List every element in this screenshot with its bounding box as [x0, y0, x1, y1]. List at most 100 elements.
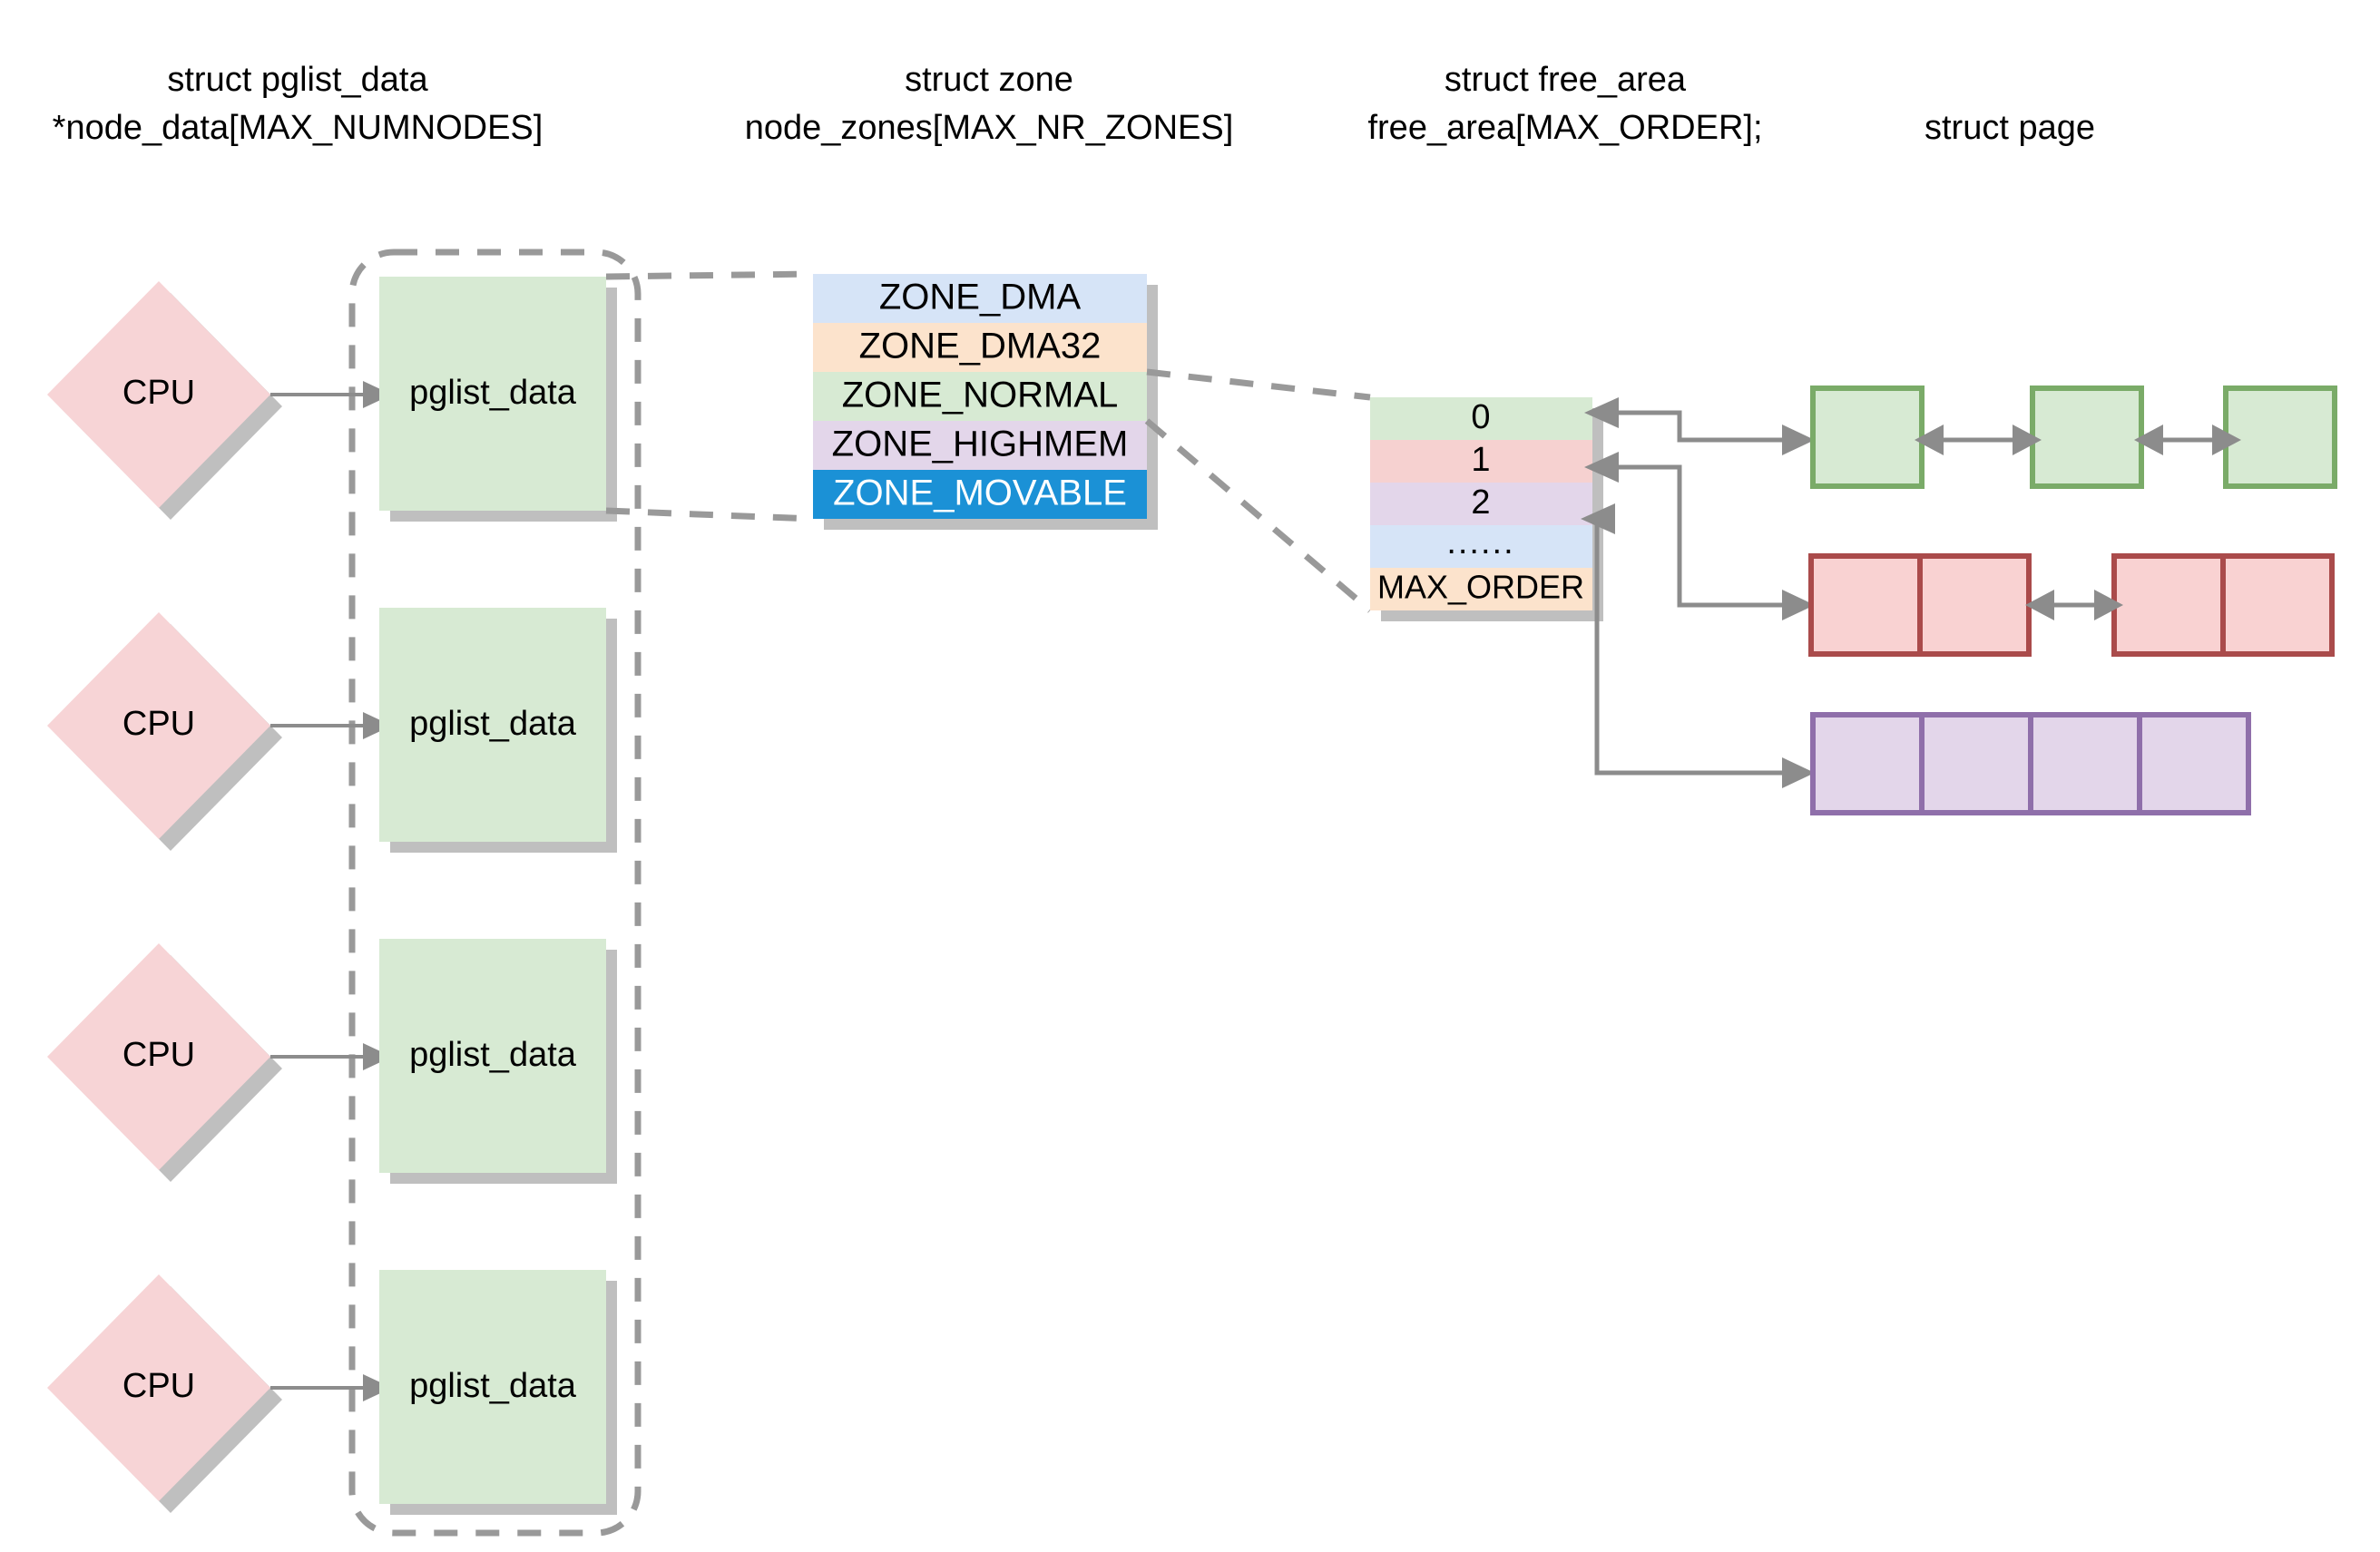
zone-row-movable-bg	[813, 470, 1147, 519]
double-arrow-icon-left-0	[1584, 397, 1619, 428]
zone-row-dma32[interactable]: ZONE_DMA32	[813, 323, 1147, 372]
zone-row-dma32-bg	[813, 323, 1147, 372]
arrow-right-icon	[363, 381, 392, 408]
free-area-row-1-bg	[1370, 440, 1592, 483]
free-area-row-2[interactable]: 2	[1370, 483, 1592, 525]
free-area-row-2-label: 2	[1471, 483, 1490, 522]
dashed-expansion-icon-top	[605, 270, 814, 280]
free-area-row-1-label: 1	[1471, 441, 1490, 479]
order-1-pages	[1808, 553, 2335, 657]
pglist-data-header: struct pglist_data *node_data[MAX_NUMNOD…	[53, 61, 544, 147]
page-header: struct page	[1925, 109, 2095, 147]
connector-order-2	[1581, 503, 1815, 788]
page-block-green-2[interactable]	[2030, 386, 2144, 489]
zone-row-highmem[interactable]: ZONE_HIGHMEM	[813, 421, 1147, 470]
free-area-header-line1: struct free_area	[1445, 61, 1687, 99]
free-area-header: struct free_area free_area[MAX_ORDER];	[1367, 61, 1762, 147]
free-area-row-ellipsis-bg	[1370, 525, 1592, 568]
double-arrow-icon-green-b	[2134, 425, 2241, 455]
free-area-row-1[interactable]: 1	[1370, 440, 1592, 483]
free-area-row-max-order[interactable]: MAX_ORDER	[1370, 568, 1592, 610]
dashed-expansion-zone-to-free-area	[1144, 368, 1373, 613]
pglist-data-header-line1: struct pglist_data	[167, 61, 428, 99]
zone-header-line1: struct zone	[905, 61, 1073, 99]
zone-row-normal-bg	[813, 372, 1147, 421]
free-area-row-ellipsis[interactable]: ......	[1370, 523, 1592, 568]
zone-row-dma-label: ZONE_DMA	[879, 278, 1082, 317]
free-area-header-line2: free_area[MAX_ORDER];	[1367, 109, 1762, 147]
cpu-label-4: CPU	[122, 1367, 195, 1405]
zone-row-dma32-label: ZONE_DMA32	[859, 327, 1102, 366]
page-block-purple-1[interactable]	[1810, 712, 2251, 815]
zone-row-movable-label: ZONE_MOVABLE	[833, 473, 1127, 513]
zone-row-highmem-bg	[813, 421, 1147, 470]
cpu-diamond-1[interactable]	[47, 281, 270, 508]
zone-header: struct zone node_zones[MAX_NR_ZONES]	[745, 61, 1234, 147]
cpu-label-2: CPU	[122, 705, 195, 743]
cpu-node-row-4: CPU pglist_data	[47, 1270, 617, 1515]
pglist-data-box-1[interactable]	[379, 277, 606, 511]
cpu-diamond-4[interactable]	[47, 1274, 270, 1501]
double-arrow-icon-right-1	[1782, 590, 1815, 620]
page-header-line1: struct page	[1925, 109, 2095, 147]
zone-header-line2: node_zones[MAX_NR_ZONES]	[745, 109, 1234, 147]
page-block-pink-2[interactable]	[2111, 553, 2335, 657]
free-area-row-2-bg	[1370, 483, 1592, 525]
pglist-data-box-2[interactable]	[379, 608, 606, 842]
zone-table: ZONE_DMA ZONE_DMA32 ZONE_NORMAL ZONE_HIG…	[813, 274, 1158, 530]
zone-row-normal-label: ZONE_NORMAL	[842, 376, 1119, 415]
free-area-row-0-bg	[1370, 397, 1592, 440]
free-area-table: 0 1 2 ...... MAX_ORDER	[1370, 397, 1603, 621]
pglist-data-label-4: pglist_data	[409, 1367, 577, 1405]
column-headers: struct pglist_data *node_data[MAX_NUMNOD…	[53, 61, 2095, 147]
cpu-label-3: CPU	[122, 1036, 195, 1074]
free-area-row-0[interactable]: 0	[1370, 397, 1592, 440]
pglist-data-box-4[interactable]	[379, 1270, 606, 1504]
double-arrow-icon-left-2	[1581, 503, 1615, 534]
cpu-label-1: CPU	[122, 374, 195, 412]
page-block-pink-1[interactable]	[1808, 553, 2032, 657]
free-area-row-ellipsis-label: ......	[1446, 523, 1514, 561]
free-area-row-max-order-label: MAX_ORDER	[1377, 569, 1584, 606]
arrow-right-icon	[363, 1374, 392, 1401]
pglist-data-label-1: pglist_data	[409, 374, 577, 412]
double-arrow-icon-pink-a	[2025, 590, 2123, 620]
pglist-data-header-line2: *node_data[MAX_NUMNODES]	[53, 109, 544, 147]
node-data-group-box	[348, 249, 642, 1537]
connector-order-0-path	[1615, 410, 1786, 443]
arrow-right-icon	[363, 712, 392, 739]
pglist-data-box-3[interactable]	[379, 939, 606, 1173]
double-arrow-icon-green-a	[1915, 425, 2042, 455]
zone-row-highmem-label: ZONE_HIGHMEM	[832, 425, 1129, 464]
zone-row-dma-bg	[813, 274, 1147, 323]
order-0-pages	[1810, 386, 2337, 489]
pglist-data-label-2: pglist_data	[409, 705, 577, 743]
cpu-node-row-3: CPU pglist_data	[47, 939, 617, 1184]
cpu-node-row-1: CPU pglist_data	[47, 277, 617, 522]
page-block-green-1[interactable]	[1810, 386, 1925, 489]
cpu-node-row-2: CPU pglist_data	[47, 608, 617, 853]
double-arrow-icon-right-0	[1782, 425, 1815, 455]
double-arrow-icon-right-2	[1782, 757, 1815, 788]
zone-row-movable[interactable]: ZONE_MOVABLE	[813, 470, 1147, 519]
zone-row-normal[interactable]: ZONE_NORMAL	[813, 372, 1147, 421]
connector-order-1	[1584, 452, 1815, 620]
free-area-row-max-order-bg	[1370, 568, 1592, 610]
dashed-expansion-icon-bottom	[605, 507, 814, 522]
connector-order-1-path	[1615, 464, 1786, 608]
page-block-green-3[interactable]	[2223, 386, 2337, 489]
cpu-diamond-2[interactable]	[47, 612, 270, 839]
double-arrow-icon-left-1	[1584, 452, 1619, 483]
free-area-row-0-label: 0	[1471, 398, 1490, 436]
zone-row-dma[interactable]: ZONE_DMA	[813, 274, 1147, 323]
dashed-expansion-icon-top-2	[1146, 368, 1371, 401]
dashed-expansion-node-to-zone	[605, 270, 814, 522]
connector-order-0	[1584, 397, 1815, 455]
connector-order-2-path	[1594, 516, 1786, 776]
arrow-right-icon	[363, 1043, 392, 1070]
dashed-expansion-icon-bottom-2	[1144, 418, 1373, 613]
cpu-diamond-3[interactable]	[47, 943, 270, 1170]
order-2-pages	[1810, 712, 2251, 815]
